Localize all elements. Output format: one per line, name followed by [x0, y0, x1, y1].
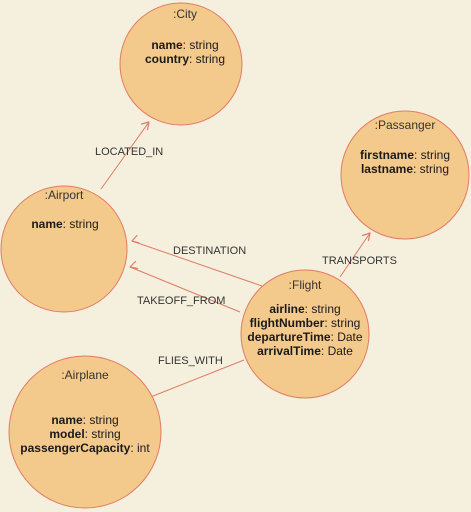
node-title: :Flight: [289, 278, 322, 292]
node-circle: [0, 185, 128, 313]
node-title: :Airport: [45, 188, 84, 202]
node-property: name: string: [151, 38, 218, 52]
node-circle: [8, 355, 162, 509]
node-circle: [340, 110, 470, 240]
node-property: airline: string: [269, 302, 340, 316]
arrow-head: [361, 232, 371, 242]
node-property: name: string: [51, 413, 118, 427]
edge-line: [129, 266, 241, 313]
node-circle: [240, 269, 370, 399]
edge-transports: [339, 232, 371, 278]
node-property: model: string: [49, 427, 120, 441]
node-airport[interactable]: :Airport name: string: [0, 185, 128, 313]
edge-line: [339, 232, 371, 278]
node-property: flightNumber: string: [250, 316, 361, 330]
node-property: passengerCapacity: int: [20, 441, 150, 455]
edge-line: [131, 240, 263, 287]
node-passanger[interactable]: :Passanger firstname: string lastname: s…: [340, 110, 470, 240]
node-airplane[interactable]: :Airplane name: string model: string pas…: [8, 355, 162, 509]
edge-label-located-in: LOCATED_IN: [95, 146, 163, 158]
node-circle: [119, 2, 243, 126]
node-property: name: string: [31, 217, 98, 231]
node-title: :Airplane: [61, 368, 109, 382]
arrow-head: [131, 234, 140, 244]
edge-label-flies-with: FLIES_WITH: [158, 355, 223, 367]
node-property: firstname: string: [360, 148, 450, 162]
edge-label-takeoff-from: TAKEOFF_FROM: [137, 295, 225, 307]
node-title: :City: [173, 7, 197, 21]
node-property: departureTime: Date: [247, 330, 362, 344]
node-flight[interactable]: :Flight airline: string flightNumber: st…: [240, 269, 370, 399]
node-property: country: string: [145, 52, 225, 66]
edge-line: [142, 359, 245, 401]
edge-line: [100, 121, 150, 190]
edge-label-destination: DESTINATION: [173, 245, 246, 257]
node-property: arrivalTime: Date: [257, 344, 353, 358]
node-title: :Passanger: [375, 118, 436, 132]
edge-takeoff-from: [129, 260, 241, 313]
node-city[interactable]: :City name: string country: string: [119, 2, 243, 126]
arrow-head: [129, 260, 139, 270]
arrow-head: [140, 121, 150, 131]
edge-destination: [131, 234, 263, 287]
edge-located-in: [100, 121, 150, 190]
edge-label-transports: TRANSPORTS: [322, 255, 397, 267]
node-property: lastname: string: [361, 162, 449, 176]
